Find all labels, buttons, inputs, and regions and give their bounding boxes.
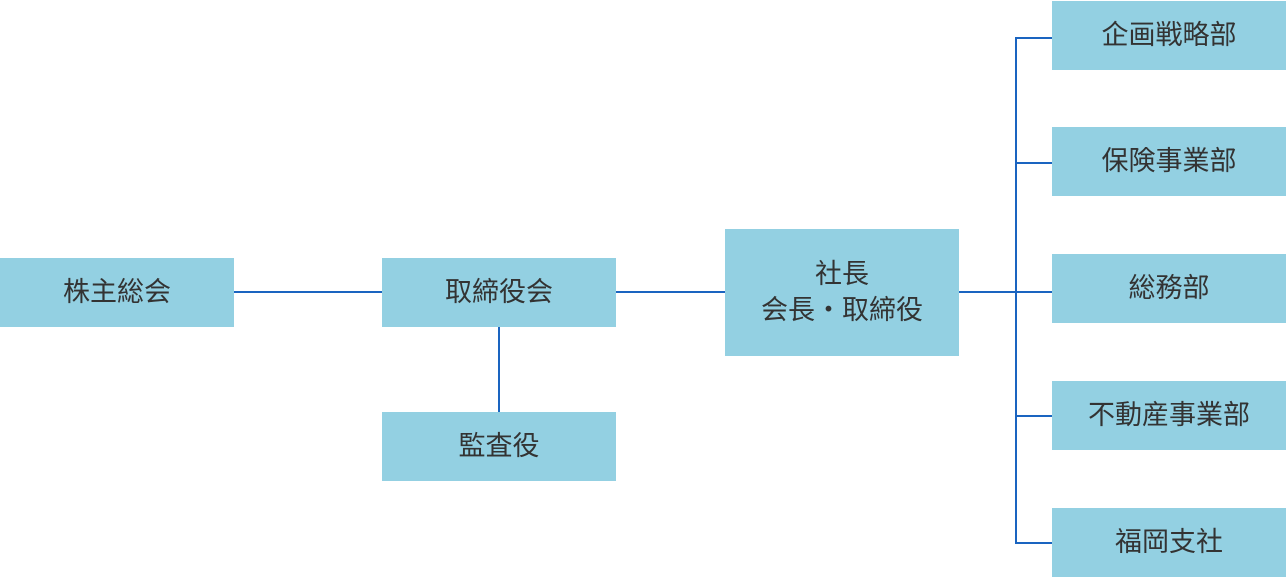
connector-president-departments <box>959 291 1052 293</box>
department-box: 不動産事業部 <box>1052 381 1286 450</box>
shareholders-meeting-box: 株主総会 <box>0 258 234 327</box>
department-label: 福岡支社 <box>1115 526 1223 558</box>
department-box: 総務部 <box>1052 254 1286 323</box>
connector-dept-4 <box>1015 542 1052 544</box>
connector-board-president <box>616 291 725 293</box>
president-label: 社長 <box>815 259 869 291</box>
connector-departments-trunk <box>1015 37 1017 544</box>
auditor-label: 監査役 <box>458 430 540 462</box>
shareholders-meeting-label: 株主総会 <box>63 276 171 308</box>
connector-dept-3 <box>1015 415 1052 417</box>
board-of-directors-label: 取締役会 <box>445 276 553 308</box>
connector-board-auditor <box>498 327 500 412</box>
department-box: 福岡支社 <box>1052 508 1286 577</box>
department-label: 企画戦略部 <box>1101 19 1237 51</box>
connector-shareholders-board <box>234 291 382 293</box>
connector-dept-1 <box>1015 162 1052 164</box>
auditor-box: 監査役 <box>382 412 616 481</box>
department-label: 総務部 <box>1128 272 1210 304</box>
department-label: 不動産事業部 <box>1088 399 1250 431</box>
department-box: 企画戦略部 <box>1052 1 1286 70</box>
chairman-director-label: 会長・取締役 <box>761 294 923 326</box>
department-label: 保険事業部 <box>1101 145 1237 177</box>
connector-dept-0 <box>1015 37 1052 39</box>
department-box: 保険事業部 <box>1052 127 1286 196</box>
president-box: 社長 会長・取締役 <box>725 229 959 356</box>
board-of-directors-box: 取締役会 <box>382 258 616 327</box>
